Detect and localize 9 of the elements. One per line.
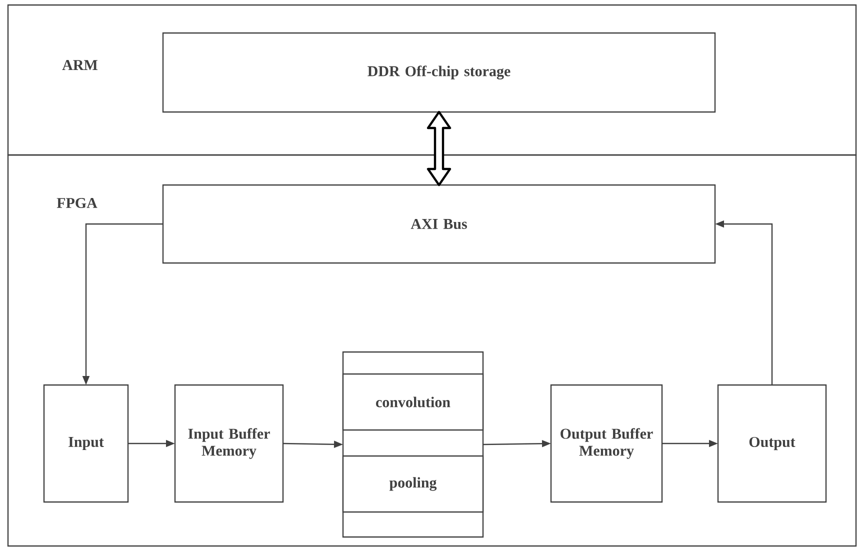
process-box: Input Buffer Memory — [174, 384, 284, 503]
process-box: convolution — [342, 373, 484, 431]
process-box: AXI Bus — [162, 184, 716, 264]
process-box: DDR Off-chip storage — [162, 32, 716, 113]
double-arrow — [426, 110, 452, 186]
process-box: Input — [43, 384, 129, 503]
process-box: Output Buffer Memory — [550, 384, 663, 503]
process-box: Output — [717, 384, 827, 503]
process-box: pooling — [342, 455, 484, 513]
